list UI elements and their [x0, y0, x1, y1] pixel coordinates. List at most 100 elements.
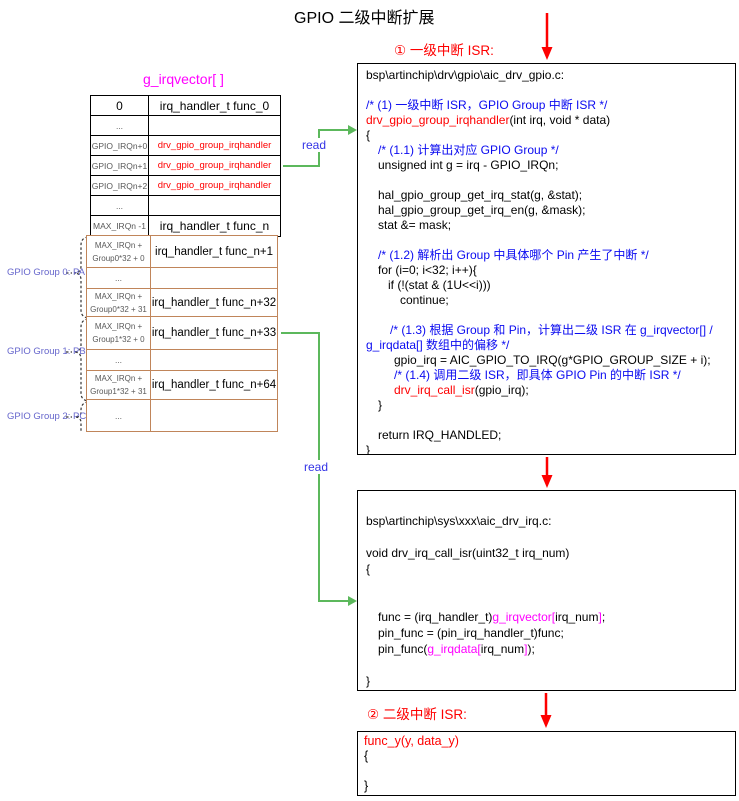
- table-row: ...: [87, 400, 277, 431]
- read-label-2: read: [301, 460, 332, 474]
- red-arrow-top: [541, 13, 553, 60]
- row-index-label: ...: [87, 350, 151, 370]
- row-handler-value: drv_gpio_group_irqhandler: [157, 140, 272, 151]
- row-handler-value: drv_gpio_group_irqhandler: [157, 180, 272, 191]
- code-line: [366, 173, 727, 188]
- code-line: [366, 657, 727, 673]
- table-row: MAX_IRQn -1 irq_handler_t func_n: [91, 216, 280, 236]
- table-row: ...: [91, 196, 280, 216]
- row-handler-value: irq_handler_t func_n: [159, 219, 270, 233]
- row-handler-value: drv_gpio_group_irqhandler: [157, 160, 272, 171]
- row-index-label: ...: [87, 268, 151, 288]
- row-index-label: 0: [91, 96, 149, 115]
- row-handler-value: [149, 196, 280, 215]
- code-line: void drv_irq_call_isr(uint32_t irq_num): [366, 546, 570, 560]
- row-handler-value: irq_handler_t func_0: [159, 98, 270, 113]
- group-label-pb: GPIO Group 1: PB: [7, 346, 86, 357]
- primary-isr-heading: ① 一级中断 ISR:: [394, 43, 494, 58]
- code-line: }: [366, 443, 371, 455]
- row-index-label: ...: [91, 116, 149, 135]
- row-handler-value: [151, 350, 277, 370]
- group-brace-pb: [66, 318, 89, 402]
- code-line: gpio_irq = AIC_GPIO_TO_IRQ(g*GPIO_GROUP_…: [394, 353, 711, 367]
- secondary-vector-table: MAX_IRQn +Group0*32 + 0 irq_handler_t fun…: [86, 235, 278, 432]
- code-line: [366, 83, 727, 98]
- code-line: bsp\artinchip\drv\gpio\aic_drv_gpio.c:: [366, 68, 565, 82]
- red-arrow-box2-to-box3: [540, 693, 552, 728]
- code-line: drv_irq_call_isr(gpio_irq);: [394, 383, 529, 397]
- table-row: ...: [87, 350, 277, 371]
- red-arrow-box1-to-box2: [541, 457, 553, 488]
- table-row: 0 irq_handler_t func_0: [91, 96, 280, 116]
- row-handler-value: [151, 268, 277, 288]
- row-index-label: GPIO_IRQn+2: [91, 176, 149, 195]
- code-line: {: [366, 128, 371, 142]
- code-line: return IRQ_HANDLED;: [378, 428, 502, 442]
- code-line: [366, 308, 727, 323]
- table-row: GPIO_IRQn+1 drv_gpio_group_irqhandler: [91, 156, 280, 176]
- row-index-label: GPIO_IRQn+0: [91, 136, 149, 155]
- code-line: }: [378, 398, 383, 412]
- secondary-isr-heading: ② 二级中断 ISR:: [367, 707, 467, 722]
- code-line: for (i=0; i<32; i++){: [378, 263, 477, 277]
- code-line: /* (1.3) 根据 Group 和 Pin，计算出二级 ISR 在 g_ir…: [390, 323, 713, 337]
- code-line: }: [364, 779, 369, 793]
- code-line: unsigned int g = irq - GPIO_IRQn;: [378, 158, 559, 172]
- code-line: pin_func = (pin_irq_handler_t)func;: [378, 626, 564, 640]
- row-handler-value: irq_handler_t func_n+33: [151, 327, 277, 339]
- code-box-gpio-group-isr: bsp\artinchip\drv\gpio\aic_drv_gpio.c: /…: [357, 63, 736, 455]
- code-line: /* (1) 一级中断 ISR，GPIO Group 中断 ISR */: [366, 98, 608, 112]
- row-index-label: ...: [87, 400, 151, 431]
- table-row: ...: [91, 116, 280, 136]
- code-line: func_y(y, data_y): [364, 734, 459, 748]
- code-line: [366, 529, 727, 545]
- table-row: ...: [87, 268, 277, 289]
- code-line: [364, 764, 729, 779]
- row-index-label: MAX_IRQn +Group1*32 + 31: [87, 371, 151, 399]
- code-line: bsp\artinchip\sys\xxx\aic_drv_irq.c:: [366, 514, 552, 528]
- code-line: if (!(stat & (1U<<i))): [388, 278, 491, 292]
- row-handler-value: irq_handler_t func_n+64: [151, 379, 277, 391]
- code-box-secondary-isr-func: func_y(y, data_y){ }: [357, 731, 736, 796]
- row-index-label: ...: [91, 196, 149, 215]
- code-line: hal_gpio_group_get_irq_en(g, &mask);: [378, 203, 586, 217]
- code-line: [366, 233, 727, 248]
- code-line: [366, 413, 727, 428]
- code-line: pin_func(g_irqdata[irq_num]);: [378, 642, 535, 656]
- row-index-label: MAX_IRQn -1: [91, 216, 149, 236]
- code-line: /* (1.4) 调用二级 ISR，即具体 GPIO Pin 的中断 ISR *…: [394, 368, 681, 382]
- code-line: [366, 577, 727, 593]
- code-line: {: [364, 749, 369, 763]
- row-handler-value: [151, 400, 277, 431]
- code-line: [366, 593, 727, 609]
- row-handler-value: [149, 116, 280, 135]
- group-label-pa: GPIO Group 0: PA: [7, 267, 85, 278]
- code-line: drv_gpio_group_irqhandler(int irq, void …: [366, 113, 611, 127]
- row-index-label: GPIO_IRQn+1: [91, 156, 149, 175]
- group-label-pc: GPIO Group 2: PC: [7, 411, 87, 422]
- irqvector-array-heading: g_irqvector[ ]: [143, 71, 224, 87]
- row-index-label: MAX_IRQn +Group1*32 + 0: [87, 317, 151, 349]
- code-line: g_irqdata[] 数组中的偏移 */: [366, 338, 510, 352]
- code-line: /* (1.1) 计算出对应 GPIO Group */: [378, 143, 559, 157]
- code-line: continue;: [400, 293, 449, 307]
- row-handler-value: irq_handler_t func_n+32: [151, 296, 277, 309]
- code-line: stat &= mask;: [378, 218, 452, 232]
- row-index-label: MAX_IRQn +Group0*32 + 31: [87, 289, 151, 316]
- row-index-label: MAX_IRQn +Group0*32 + 0: [87, 236, 151, 267]
- code-line: {: [366, 562, 371, 576]
- code-line: }: [366, 674, 371, 688]
- page-title: GPIO 二级中断扩展: [294, 10, 435, 27]
- table-row: GPIO_IRQn+2 drv_gpio_group_irqhandler: [91, 176, 280, 196]
- code-line: hal_gpio_group_get_irq_stat(g, &stat);: [378, 188, 583, 202]
- code-line: /* (1.2) 解析出 Group 中具体哪个 Pin 产生了中断 */: [378, 248, 649, 262]
- read-label-1: read: [299, 138, 330, 152]
- code-box-drv-irq-call-isr: bsp\artinchip\sys\xxx\aic_drv_irq.c: voi…: [357, 490, 736, 691]
- table-row: GPIO_IRQn+0 drv_gpio_group_irqhandler: [91, 136, 280, 156]
